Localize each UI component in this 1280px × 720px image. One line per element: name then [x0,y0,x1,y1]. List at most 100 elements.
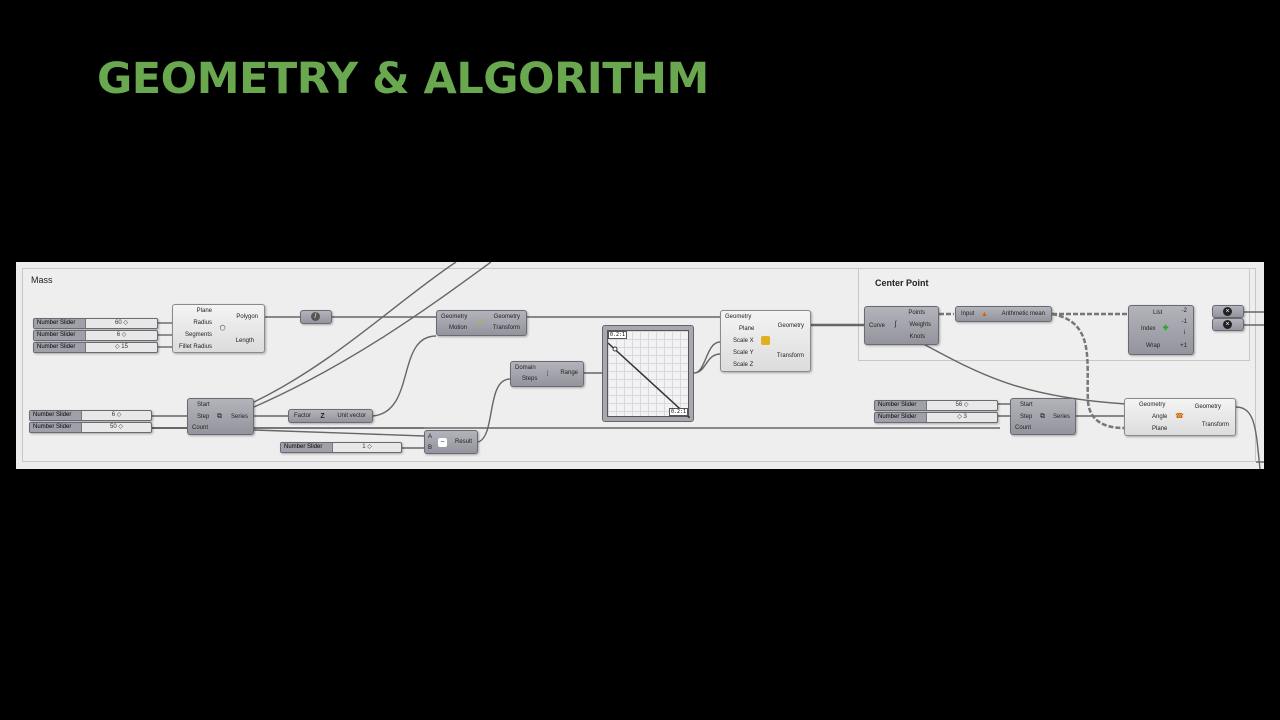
output-series: Series [1052,414,1070,420]
slide-title: GEOMETRY & ALGORITHM [97,54,709,104]
slider-label: Number Slider [34,331,86,340]
input-plane: Plane [196,308,212,314]
move-component[interactable]: Geometry Motion ⤢ Geometry Transform [436,310,527,336]
input-count: Count [1015,425,1032,431]
subtraction-component[interactable]: A B − Result [424,430,478,454]
output-minus-1: -1 [1181,319,1187,325]
list-item-component[interactable]: List Index ✚ Wrap -2 -1 i +1 [1128,305,1194,355]
input-radius: Radius [193,320,212,326]
output-knots: Knots [909,334,925,340]
input-angle: Angle [1152,414,1168,420]
number-slider-b[interactable]: Number Slider 1 ◇ [280,442,402,453]
point-param-1[interactable]: × [1212,305,1244,318]
output-geometry: Geometry [777,323,804,329]
output-geometry: Geometry [493,314,520,320]
output-range: Range [560,370,578,376]
input-plane: Plane [1152,426,1168,432]
input-scale-x: Scale X [733,338,754,344]
input-wrap: Wrap [1146,343,1161,349]
output-transform: Transform [492,325,520,331]
graph-bottom-label: 0.2:1 [668,408,688,416]
point-param-2[interactable]: × [1212,318,1244,331]
scale-icon [761,336,770,345]
control-points-component[interactable]: Curve ʃ Points Weights Knots [864,306,939,345]
wires [152,262,1264,469]
slider-label: Number Slider [34,343,86,352]
list-item-icon: ✚ [1162,325,1169,332]
slider-value[interactable]: 56 ◇ [955,402,969,408]
input-count: Count [192,425,209,431]
input-b: B [428,445,433,451]
input-start: Start [197,402,210,408]
input-curve: Curve [869,323,886,329]
output-i: i [1183,330,1185,336]
number-slider-segments[interactable]: Number Slider 6 ◇ [33,330,158,341]
series-icon: ⧉ [1040,413,1045,420]
input-steps: Steps [522,376,538,382]
graph-area[interactable]: 0.2:1 0.2:1 [607,330,690,418]
point-icon: × [1223,320,1232,329]
output-arithmetic-mean: Arithmetic mean [1001,311,1045,317]
slider-value[interactable]: ◇ 15 [115,344,128,350]
graph-mapper[interactable]: 0.2:1 0.2:1 [602,325,694,422]
slider-label: Number Slider [281,443,333,452]
series-component[interactable]: Start Step Count ⧉ Series [187,398,254,435]
unit-z-component[interactable]: Factor Z Unit vector [288,409,373,423]
output-length: Length [235,338,254,344]
output-unit-vector: Unit vector [337,413,366,419]
input-step: Step [1020,414,1033,420]
range-icon: ⁞ [546,371,549,378]
output-result: Result [454,439,472,445]
slider-value[interactable]: 50 ◇ [110,424,123,430]
rotate-component[interactable]: Geometry Angle Plane ☎ Geometry Transfor… [1124,398,1236,436]
slider-value[interactable]: 6 ◇ [116,332,127,338]
average-component[interactable]: Input ▲ Arithmetic mean [955,306,1052,322]
input-geometry: Geometry [1139,402,1166,408]
output-points: Points [908,310,925,316]
number-slider-step2[interactable]: Number Slider ◇ 3 [874,412,998,423]
output-transform: Transform [1201,422,1229,428]
graph-top-label: 0.2:1 [608,331,628,339]
slider-value[interactable]: ◇ 3 [957,414,967,420]
scale-nu-component[interactable]: Geometry Plane Scale X Scale Y Scale Z G… [720,310,811,372]
slider-label: Number Slider [875,401,927,410]
curve-param[interactable]: / [300,310,332,324]
input-start: Start [1020,402,1033,408]
output-weights: Weights [909,322,931,328]
graph-curve [608,342,690,418]
slider-label: Number Slider [30,411,82,420]
move-icon: ⤢ [478,319,485,326]
unit-z-icon: Z [320,413,325,420]
input-domain: Domain [515,365,536,371]
input-scale-y: Scale Y [733,350,754,356]
group-label: Center Point [875,278,929,288]
group-label: Mass [31,275,53,285]
input-a: A [428,434,433,440]
slider-value[interactable]: 60 ◇ [115,320,128,326]
number-slider-fillet[interactable]: Number Slider ◇ 15 [33,342,158,353]
series-component-2[interactable]: Start Step Count ⧉ Series [1010,398,1076,435]
average-icon: ▲ [981,311,988,318]
rotate-icon: ☎ [1175,413,1184,420]
output-polygon: Polygon [236,314,258,320]
input-factor: Factor [294,413,312,419]
input-geometry: Geometry [441,314,468,320]
input-fillet-radius: Fillet Radius [178,344,212,350]
curve-icon: / [311,312,320,321]
input-motion: Motion [449,325,468,331]
slider-label: Number Slider [875,413,927,422]
input-step: Step [197,414,210,420]
slider-value[interactable]: 6 ◇ [111,412,122,418]
input-list: List [1153,310,1163,316]
input-index: Index [1141,326,1156,332]
polygon-component[interactable]: Plane Radius Segments Fillet Radius ⬡ Po… [172,304,265,353]
number-slider-step[interactable]: Number Slider 6 ◇ [29,410,152,421]
range-component[interactable]: Domain Steps ⁞ Range [510,361,584,387]
minus-icon: − [438,438,447,447]
slider-value[interactable]: 1 ◇ [362,444,372,450]
control-points-icon: ʃ [894,321,897,328]
number-slider-start[interactable]: Number Slider 56 ◇ [874,400,998,411]
